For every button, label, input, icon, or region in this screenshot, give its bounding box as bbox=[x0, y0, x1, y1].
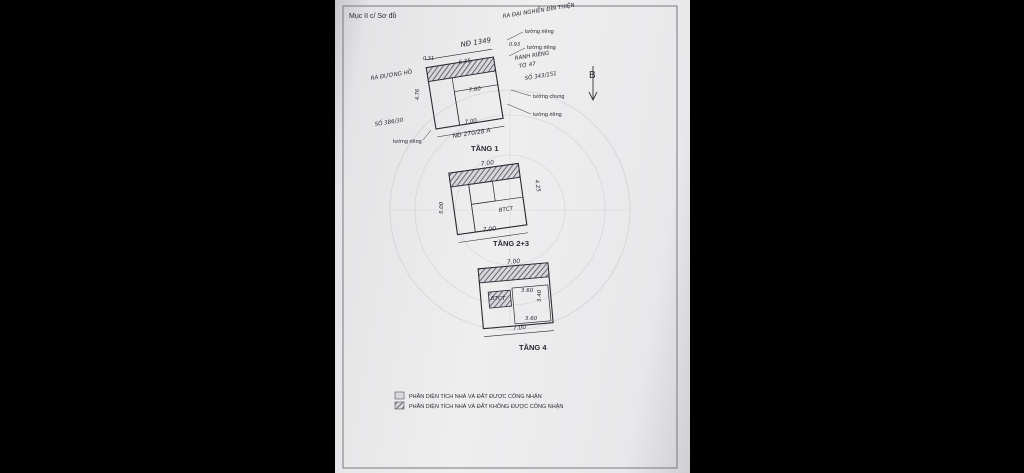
floor1-dim-left-a: 0.31 bbox=[423, 56, 434, 62]
floor23-room: BTCT bbox=[498, 206, 514, 214]
floor4-caption: TẦNG 4 bbox=[519, 342, 547, 352]
document-photo: Mục II c/ Sơ đồ B NĐ 1349 RA ĐẠI NGHIỄN … bbox=[335, 0, 690, 473]
section-title: Mục II c/ Sơ đồ bbox=[349, 11, 396, 20]
floor1-dim-bottom: 7.00 bbox=[464, 118, 478, 126]
floor4-dim-inner-side: 3.40 bbox=[537, 289, 543, 302]
floor1-dim-top: 6.35 bbox=[458, 58, 472, 66]
floor4-room: BTCT bbox=[491, 296, 506, 302]
floor1-right-lot2: TỜ 47 bbox=[518, 60, 537, 70]
legend-label-not-recognized: PHẦN DIỆN TÍCH NHÀ VÀ ĐẤT KHÔNG ĐƯỢC CÔN… bbox=[409, 402, 563, 410]
floor23-dim-bottom: 7.00 bbox=[482, 225, 496, 234]
legend-swatch-plain bbox=[394, 391, 405, 400]
floor4-dim-top: 7.00 bbox=[507, 258, 521, 266]
floor23-dim-left: 5.00 bbox=[439, 201, 445, 214]
floor4-dim-inner-top: 3.60 bbox=[521, 288, 534, 294]
floor1-bottom-lot: NĐ 270/28 A bbox=[452, 127, 491, 140]
floor4-dim-bottom: 7.00 bbox=[513, 324, 527, 332]
callout-wall-3: tường riêng bbox=[533, 112, 562, 118]
floor1-top-right-road: RA ĐẠI NGHIỄN ĐÌN THIỆN bbox=[502, 1, 575, 20]
legend-label-recognized: PHẦN DIỆN TÍCH NHÀ VÀ ĐẤT ĐƯỢC CÔNG NHẬN bbox=[409, 392, 542, 400]
floor1-plan bbox=[424, 48, 505, 138]
floor1-dim-left-b: 4.76 bbox=[415, 89, 421, 100]
floor1-dim-inner: 7.00 bbox=[468, 86, 482, 94]
floor1-left-road: RA ĐƯỜNG HỒ bbox=[370, 67, 413, 82]
north-arrow: B bbox=[588, 66, 598, 102]
site-plan-sheet: Mục II c/ Sơ đồ B NĐ 1349 RA ĐẠI NGHIỄN … bbox=[342, 1, 678, 469]
floor23-dim-right: 4.25 bbox=[533, 179, 541, 193]
floor4-dim-inner-bottom: 3.60 bbox=[525, 316, 538, 322]
legend: PHẦN DIỆN TÍCH NHÀ VÀ ĐẤT ĐƯỢC CÔNG NHẬN… bbox=[394, 391, 563, 410]
floor4-plan bbox=[477, 262, 554, 337]
floor23-plan bbox=[448, 162, 528, 243]
floor1-bottom-left-lot: SỐ 386/30 bbox=[374, 115, 404, 128]
callout-wall-2: tường riêng bbox=[527, 45, 556, 51]
floor23-caption: TẦNG 2+3 bbox=[493, 238, 529, 248]
floor1-right-lot3: SỐ 343/151 bbox=[524, 69, 557, 82]
callout-wall-1: tường riêng bbox=[525, 29, 554, 35]
floor1-callouts bbox=[422, 31, 532, 141]
callout-wall-4: tường riêng bbox=[393, 139, 422, 145]
callout-wall-shared: tường chung bbox=[533, 94, 564, 100]
legend-swatch-hatched bbox=[394, 401, 405, 410]
sheet-border bbox=[342, 5, 678, 469]
north-label: B bbox=[589, 70, 596, 81]
floor1-top-lot: NĐ 1349 bbox=[460, 36, 492, 49]
floor1-dim-right-a: 0.93 bbox=[509, 42, 520, 48]
floor23-dim-top: 7.00 bbox=[480, 159, 494, 168]
floor1-caption: TẦNG 1 bbox=[471, 143, 499, 153]
